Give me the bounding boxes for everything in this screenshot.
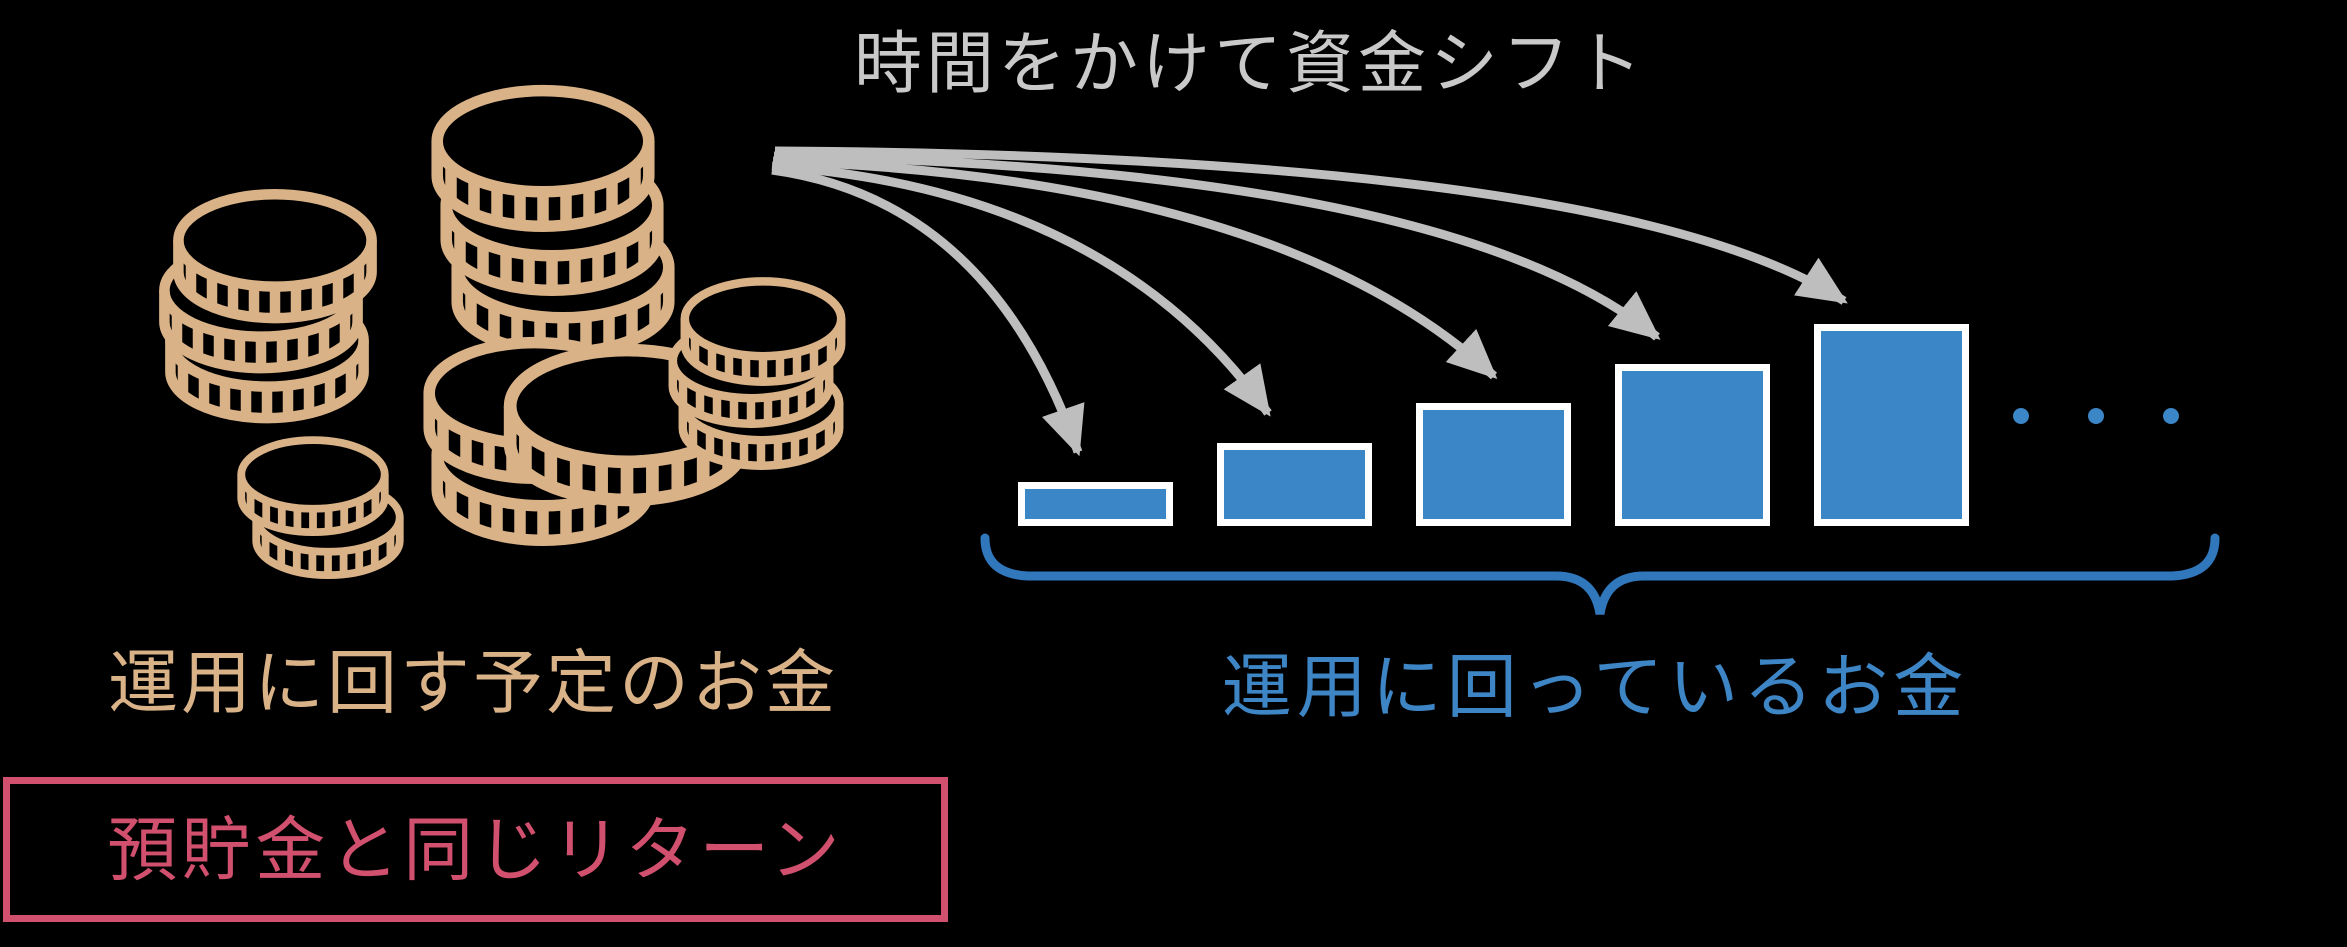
- money-to-invest-label: 運用に回す予定のお金: [108, 644, 838, 722]
- coin-pile-icon: [164, 91, 841, 576]
- money-invested-label: 運用に回っているお金: [1221, 648, 1969, 726]
- bar-5: [1814, 324, 1969, 526]
- shift-arrows-icon: [771, 146, 1848, 457]
- brace-icon: [980, 533, 2220, 615]
- bar-2: [1217, 443, 1372, 526]
- ellipsis-dot: [2088, 408, 2104, 424]
- bar-4: [1615, 364, 1770, 526]
- shift-over-time-label: 時間をかけて資金シフト: [853, 26, 1646, 102]
- bar-3: [1416, 403, 1571, 526]
- bar-1: [1018, 482, 1173, 526]
- ellipsis-dot: [2013, 408, 2029, 424]
- savings-return-note-box: 預貯金と同じリターン: [3, 777, 948, 922]
- savings-return-note-label: 預貯金と同じリターン: [107, 810, 844, 889]
- ellipsis-dot: [2163, 408, 2179, 424]
